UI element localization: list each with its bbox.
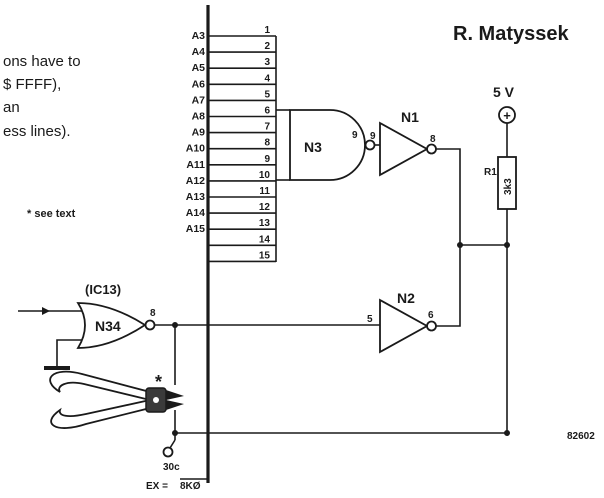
connector-pin-number: 15 [259,250,271,261]
address-line-label: A6 [192,78,206,90]
n34-grounded-input-wire [56,339,82,368]
n2-output-pin: 6 [428,310,434,321]
n1-output-pin: 8 [430,134,436,145]
n2-inverter-gate: N2 5 6 [367,290,437,354]
text-fragment-line-2: $ FFFF), [3,76,61,93]
address-line-label: A14 [186,207,205,219]
r1-value: 3k3 [503,178,514,195]
n34-label: N34 [95,318,121,334]
asterisk-marker: * [155,372,162,392]
n2-inversion-bubble [426,320,437,332]
junction-dot [504,242,510,248]
connector-pin-number: 7 [264,122,270,133]
junction-dot [172,430,178,436]
connector-pin-number: 13 [259,218,271,229]
connector-pin-number: 2 [264,41,270,52]
connector-pin-number: 9 [264,154,270,165]
supply-voltage-label: 5 V [493,84,515,100]
address-line-label: A3 [192,30,206,42]
ex-label: EX = [146,481,168,492]
n1-inverter-gate: N1 9 8 [370,109,437,177]
connector-pin-number: 10 [259,170,271,181]
n34-output-pin: 8 [150,308,156,319]
n2-label: N2 [397,290,415,306]
input-arrow-icon [42,307,50,315]
address-line-label: A9 [192,127,206,139]
n1-gate-body [379,121,429,177]
r1-label: R1 [484,167,497,178]
junction-dot [457,242,463,248]
connector-pin-number: 3 [264,57,270,68]
text-fragment-line-4: ess lines). [3,123,71,140]
wire-cutter-icon [49,370,184,429]
see-text-note: * see text [27,208,76,220]
junction-dot [504,430,510,436]
ex-value: 8KØ [180,481,201,492]
connector-30c-terminal [162,446,174,458]
n34-gate-body [76,302,147,349]
connector-30c-label: 30c [163,462,180,473]
address-line-label: A15 [186,223,205,235]
n3-nand-gate: N3 9 [289,109,376,181]
n1-inversion-bubble [426,143,437,155]
text-fragment-line-1: ons have to [3,53,81,70]
address-lines: 123456789101112131415A3A4A5A6A7A8A9A10A1… [186,25,276,263]
n3-label: N3 [304,139,322,155]
n1-input-pin: 9 [370,131,376,142]
n34-ic-label: (IC13) [85,282,121,297]
n34-inversion-bubble [144,319,156,331]
connector-pin-number: 14 [259,234,271,245]
n2-input-pin: 5 [367,314,373,325]
connector-pin-number: 6 [264,106,270,117]
connector-pin-number: 11 [259,186,270,197]
text-fragment-line-3: an [3,99,20,116]
figure-number: 82602 [567,431,595,442]
connector-pin-number: 5 [264,89,270,100]
address-line-label: A10 [186,143,205,155]
address-line-label: A12 [186,175,205,187]
address-line-label: A5 [192,62,206,74]
address-line-label: A11 [186,159,205,171]
wired-or-output-line [436,148,461,327]
address-line-label: A7 [192,94,206,106]
connector-30c-lead [169,439,176,449]
address-line-label: A13 [186,191,205,203]
connector-pin-number: 8 [264,138,270,149]
text-fragment: ons have to $ FFFF), an ess lines). [3,53,81,140]
address-line-label: A4 [192,46,206,58]
n1-label: N1 [401,109,419,125]
n3-output-pin: 9 [352,130,358,141]
n3-gate-body [289,109,366,181]
author-name: R. Matyssek [453,23,569,45]
connector-pin-number: 4 [264,73,270,84]
n34-nor-gate: N34 (IC13) 8 [76,282,156,349]
supply-plus-sign: + [503,108,511,123]
address-line-label: A8 [192,111,206,123]
ground-symbol-icon [44,366,70,370]
connector-pin-number: 1 [264,25,270,36]
n2-gate-body [379,298,429,354]
connector-pin-number: 12 [259,202,271,213]
